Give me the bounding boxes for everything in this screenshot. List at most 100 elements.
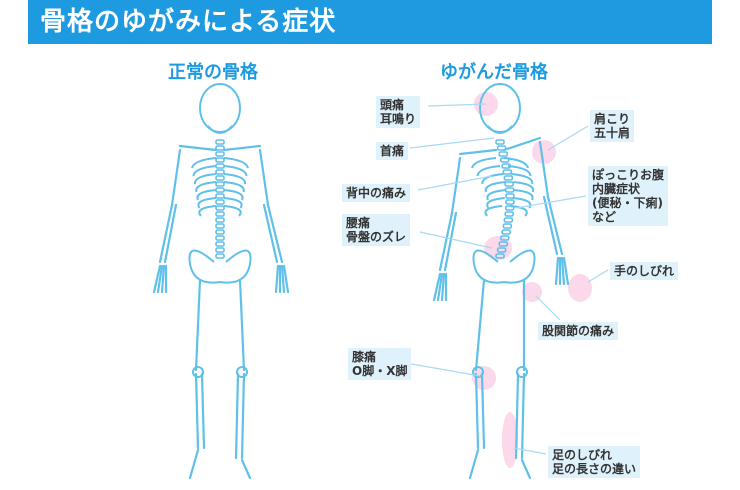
highlight-knee <box>472 366 496 390</box>
foot-right <box>240 458 252 480</box>
vertebra <box>503 175 514 181</box>
vertebra <box>215 139 225 145</box>
rib-right <box>223 205 242 217</box>
clavicle-left <box>178 144 218 152</box>
rib-right <box>511 173 534 185</box>
leader-knee <box>399 361 481 377</box>
finger-right <box>274 264 280 294</box>
forearm-left <box>438 211 454 272</box>
vertebra <box>215 253 225 259</box>
finger-right <box>560 256 566 286</box>
kneecap-right <box>516 366 528 378</box>
vertebra <box>215 175 225 181</box>
rib-left <box>471 157 497 169</box>
finger-left <box>432 272 442 302</box>
rib-left <box>198 205 217 217</box>
vertebra <box>215 181 225 187</box>
vertebra <box>504 205 515 211</box>
rib-left <box>191 157 217 169</box>
vertebra <box>215 217 225 223</box>
vertebra <box>502 169 513 175</box>
fibula-left <box>480 372 486 450</box>
finger-right <box>280 264 286 294</box>
vertebra <box>505 193 515 199</box>
vertebra <box>499 235 510 241</box>
clavicle-right <box>502 136 542 152</box>
pelvis <box>188 249 252 284</box>
vertebra <box>504 211 514 217</box>
kneecap-left <box>192 366 204 378</box>
vertebra <box>215 235 225 241</box>
vertebra <box>496 145 507 151</box>
rib-right <box>513 181 535 193</box>
rib-right <box>223 157 249 169</box>
finger-right <box>554 256 560 286</box>
leader-back <box>417 175 493 191</box>
femur-left <box>194 278 202 372</box>
vertebra <box>215 187 225 193</box>
tibia-right <box>520 372 526 460</box>
label-foot-numbness: 足のしびれ 足の長さの違い <box>548 446 641 478</box>
vertebra <box>498 151 509 157</box>
vertebra <box>498 241 509 247</box>
finger-left <box>436 272 444 302</box>
finger-left <box>440 272 446 302</box>
rib-left <box>197 197 217 209</box>
humerus-left <box>450 156 462 215</box>
kneecap-right <box>236 366 248 378</box>
tibia-left <box>474 372 480 450</box>
rib-left <box>484 205 503 217</box>
vertebra <box>215 247 225 253</box>
label-back-pain: 背中の痛み <box>342 184 411 202</box>
humerus-right <box>538 140 550 199</box>
fibula-left <box>200 372 206 450</box>
rib-right <box>512 197 532 209</box>
highlight-hand <box>568 274 592 302</box>
forearm-left-2 <box>163 203 178 264</box>
rib-right <box>223 173 247 185</box>
leader-belly <box>515 195 587 209</box>
symptom-highlights <box>472 92 592 468</box>
vertebra <box>215 205 225 211</box>
leader-waist <box>419 231 493 249</box>
vertebra <box>215 211 225 217</box>
rib-right <box>223 189 244 201</box>
rib-left <box>192 165 217 177</box>
vertebra <box>502 223 513 229</box>
label-hip-pain: 股関節の痛み <box>538 322 619 340</box>
vertebra <box>215 199 225 205</box>
finger-left <box>152 264 162 294</box>
vertebra <box>503 217 514 223</box>
rib-right <box>223 181 245 193</box>
tibia-right <box>240 372 246 460</box>
finger-left <box>156 264 164 294</box>
kneecap-left <box>472 366 484 378</box>
forearm-left <box>158 203 174 264</box>
foot-left <box>468 448 480 480</box>
jaw <box>487 125 513 134</box>
forearm-right-2 <box>262 203 279 264</box>
rib-left <box>195 181 217 193</box>
leader-hip <box>535 295 561 321</box>
label-neck-pain: 首痛 <box>376 142 409 160</box>
label-back-pelvis: 腰痛 骨盤のズレ <box>342 214 411 246</box>
vertebra <box>504 187 515 193</box>
forearm-left-2 <box>443 211 458 272</box>
vertebra <box>215 229 225 235</box>
rib-right <box>503 157 529 169</box>
femur-right <box>238 278 246 372</box>
rib-left <box>476 165 501 177</box>
rib-right <box>507 165 532 177</box>
vertebra <box>505 199 515 205</box>
rib-right <box>513 189 534 201</box>
leader-lines <box>399 103 609 455</box>
forearm-right <box>266 203 284 264</box>
rib-left <box>486 197 505 209</box>
heading-normal-skeleton: 正常の骨格 <box>168 62 258 83</box>
tibia-left <box>194 372 200 450</box>
femur-left <box>474 278 486 372</box>
pelvis <box>472 249 536 284</box>
rib-left <box>484 181 506 193</box>
finger-right <box>282 264 290 294</box>
label-hand-numbness: 手のしびれ <box>610 262 679 280</box>
